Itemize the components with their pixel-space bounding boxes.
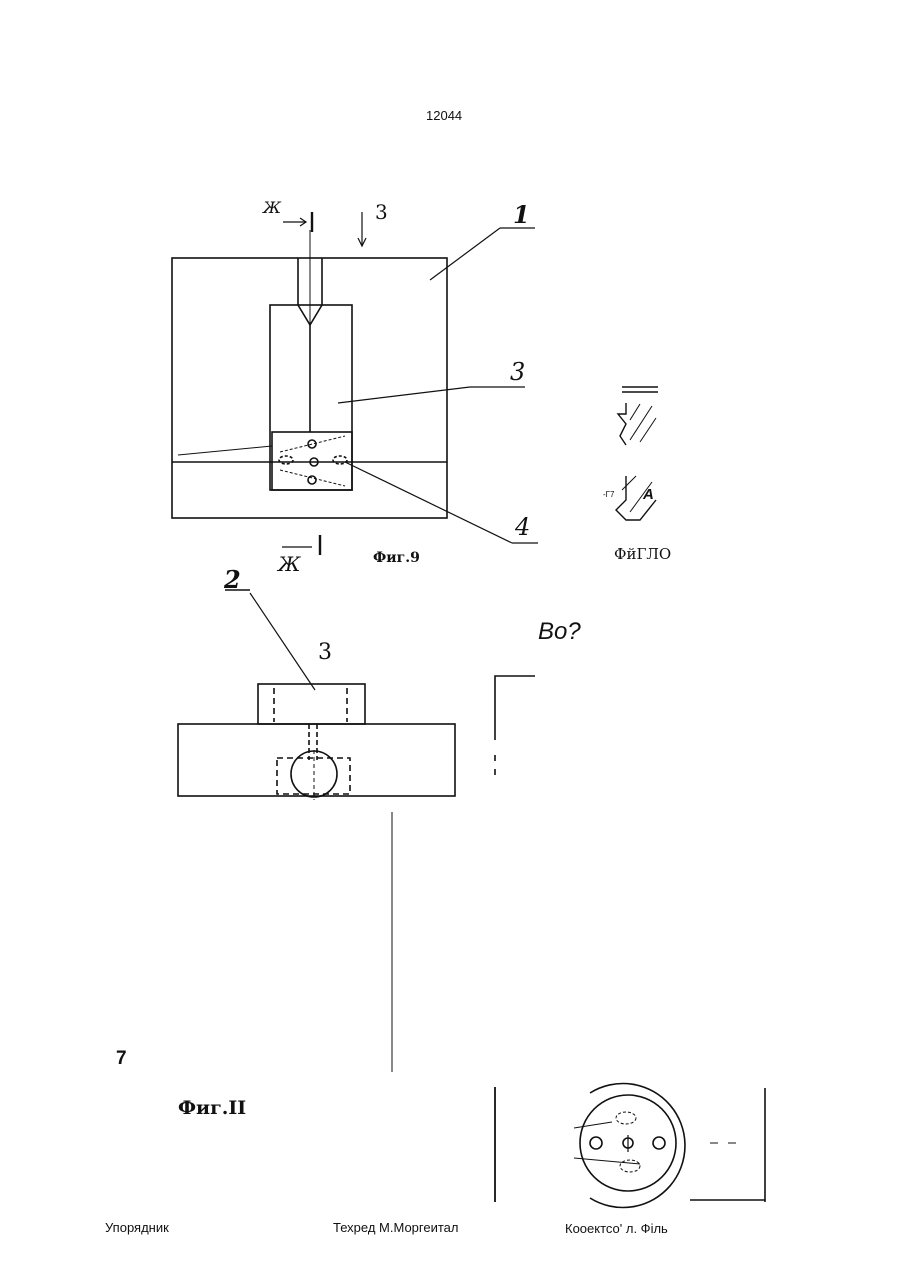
side-number: 7 (116, 1048, 127, 1070)
fig10-small-note: -Г7 (603, 490, 614, 499)
footer-compiler: Упорядник (105, 1220, 169, 1235)
section-letter-bottom: Ж (278, 552, 300, 576)
callout-3: 3 (510, 358, 525, 386)
section-letter-top: Ж (263, 198, 281, 217)
view-arrow-label: 3 (375, 200, 388, 224)
callout-4: 4 (515, 513, 530, 541)
annotation-text: Во? (538, 618, 581, 646)
fig10-detail-label: A (643, 486, 654, 503)
callout-2: 2 (224, 565, 241, 594)
fig10-caption: ФйГЛО (614, 545, 671, 563)
fig11-caption: Фиг.II (178, 1097, 246, 1119)
footer-corrector: Кооектсо' л. Філь (565, 1221, 668, 1236)
fig9-caption: Фиг.9 (373, 550, 420, 566)
callout-1: 1 (513, 200, 530, 229)
lower-label-3: 3 (318, 640, 332, 665)
footer-techred: Техред М.Моргеитал (333, 1220, 458, 1235)
page-number: 12044 (426, 108, 462, 123)
